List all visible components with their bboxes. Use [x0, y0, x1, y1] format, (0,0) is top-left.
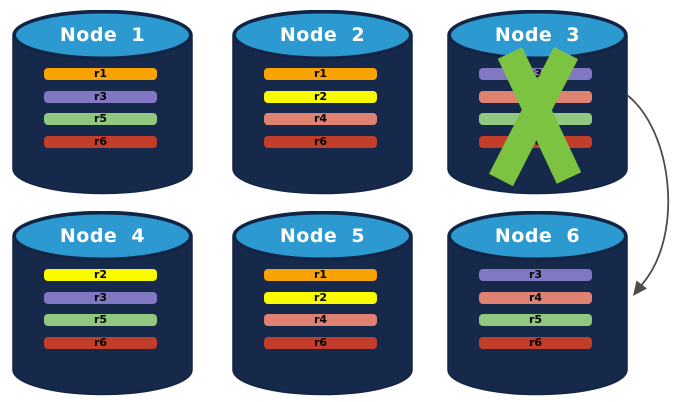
replica-bar: r1 — [264, 68, 377, 80]
replica-bar: r5 — [479, 113, 592, 125]
replica-bar: r4 — [264, 113, 377, 125]
node-title: Node 4 — [59, 225, 146, 247]
replica-bar: r3 — [44, 292, 157, 304]
replica-bar: r5 — [479, 314, 592, 326]
replica-bar: r4 — [479, 292, 592, 304]
node-1: Node 1 r1 r3 r5 r6 — [12, 10, 193, 195]
node-title: Node 2 — [279, 24, 366, 46]
replica-bar: r6 — [44, 136, 157, 148]
replica-bar: r3 — [479, 68, 592, 80]
replica-bar: r4 — [479, 91, 592, 103]
node-2: Node 2 r1 r2 r4 r6 — [232, 10, 413, 195]
node-title: Node 3 — [494, 24, 581, 46]
replica-bar: r1 — [264, 269, 377, 281]
replica-bar: r3 — [44, 91, 157, 103]
node-5: Node 5 r1 r2 r4 r6 — [232, 211, 413, 396]
failover-arrow — [626, 94, 670, 296]
replica-bar: r6 — [44, 337, 157, 349]
replica-bar: r5 — [44, 113, 157, 125]
replica-bar: r5 — [44, 314, 157, 326]
replica-bar: r2 — [44, 269, 157, 281]
node-6: Node 6 r3 r4 r5 r6 — [447, 211, 628, 396]
node-title: Node 6 — [494, 225, 581, 247]
replica-bar: r6 — [264, 337, 377, 349]
replica-bar: r3 — [479, 269, 592, 281]
replica-bar: r6 — [479, 136, 592, 148]
node-4: Node 4 r2 r3 r5 r6 — [12, 211, 193, 396]
replica-bar: r2 — [264, 91, 377, 103]
replica-bar: r6 — [264, 136, 377, 148]
replica-bar: r6 — [479, 337, 592, 349]
node-title: Node 5 — [279, 225, 366, 247]
replica-bar: r2 — [264, 292, 377, 304]
replica-bar: r1 — [44, 68, 157, 80]
replica-bar: r4 — [264, 314, 377, 326]
node-title: Node 1 — [59, 24, 146, 46]
